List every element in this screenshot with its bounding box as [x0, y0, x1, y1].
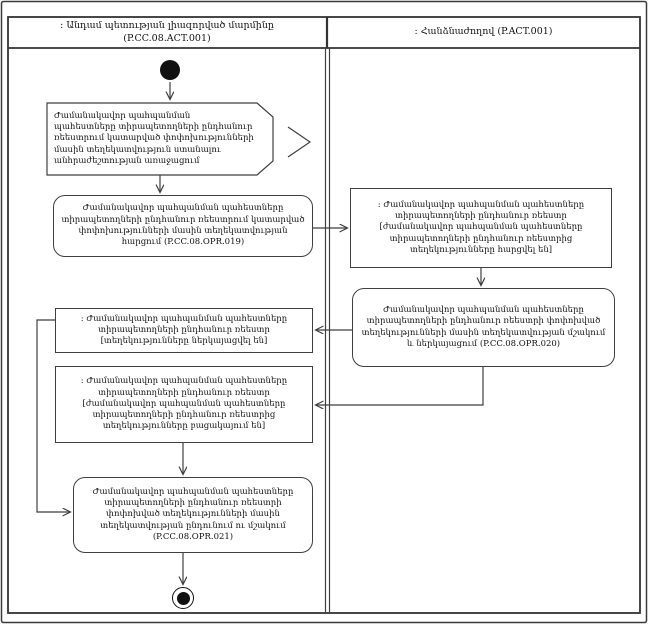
object-registry-missing-node: : Ժամանակավոր պահպանման պահեստները տիրապ…	[55, 366, 313, 443]
action-opr019-node: Ժամանակավոր պահպանման պահեստները տիրապետ…	[53, 195, 313, 257]
event-start-node: Ժամանակավոր պահպանման պահեստները տիրապետ…	[50, 105, 258, 173]
action-opr020-label: Ժամանակավոր պահպանման պահեստները տիրապետ…	[361, 304, 606, 349]
action-opr021-label: Ժամանակավոր պահպանման պահեստները տիրապետ…	[92, 486, 294, 542]
action-opr021-node: Ժամանակավոր պահպանման պահեստները տիրապետ…	[73, 477, 313, 553]
object-registry-missing-label: : Ժամանակավոր պահպանման պահեստները տիրապ…	[80, 376, 288, 432]
event-start-label: Ժամանակավոր պահպանման պահեստները տիրապետ…	[54, 110, 254, 166]
initial-node-icon	[160, 60, 180, 80]
activity-final-node-icon	[172, 587, 194, 609]
edge-opr020-to-registry-missing	[316, 367, 484, 405]
lane-code: (P.CC.08.ACT.001)	[123, 32, 211, 44]
action-opr019-label: Ժամանակավոր պահպանման պահեստները տիրապետ…	[61, 203, 305, 248]
object-registry-queried-label: : Ժամանակավոր պահպանման պահեստները տիրապ…	[377, 199, 585, 255]
object-registry-presented-node: : Ժամանակավոր պահպանման պահեստները տիրապ…	[55, 308, 313, 353]
object-registry-presented-label: : Ժամանակավոր պահպանման պահեստները տիրապ…	[80, 313, 288, 347]
lane-header-commission: : Հանձնաժողով (P.ACT.001)	[327, 17, 640, 48]
lane-header-member-state: : Անդամ պետության լիազորված մարմինը (P.C…	[8, 17, 326, 48]
action-opr020-node: Ժամանակավոր պահպանման պահեստները տիրապետ…	[352, 288, 615, 367]
lane-title: : Անդամ պետության լիազորված մարմինը	[60, 20, 274, 32]
lane-title: : Հանձնաժողով (P.ACT.001)	[414, 26, 553, 38]
object-registry-queried-node: : Ժամանակավոր պահպանման պահեստները տիրապ…	[350, 188, 612, 268]
signal-chevron-icon	[287, 126, 312, 158]
